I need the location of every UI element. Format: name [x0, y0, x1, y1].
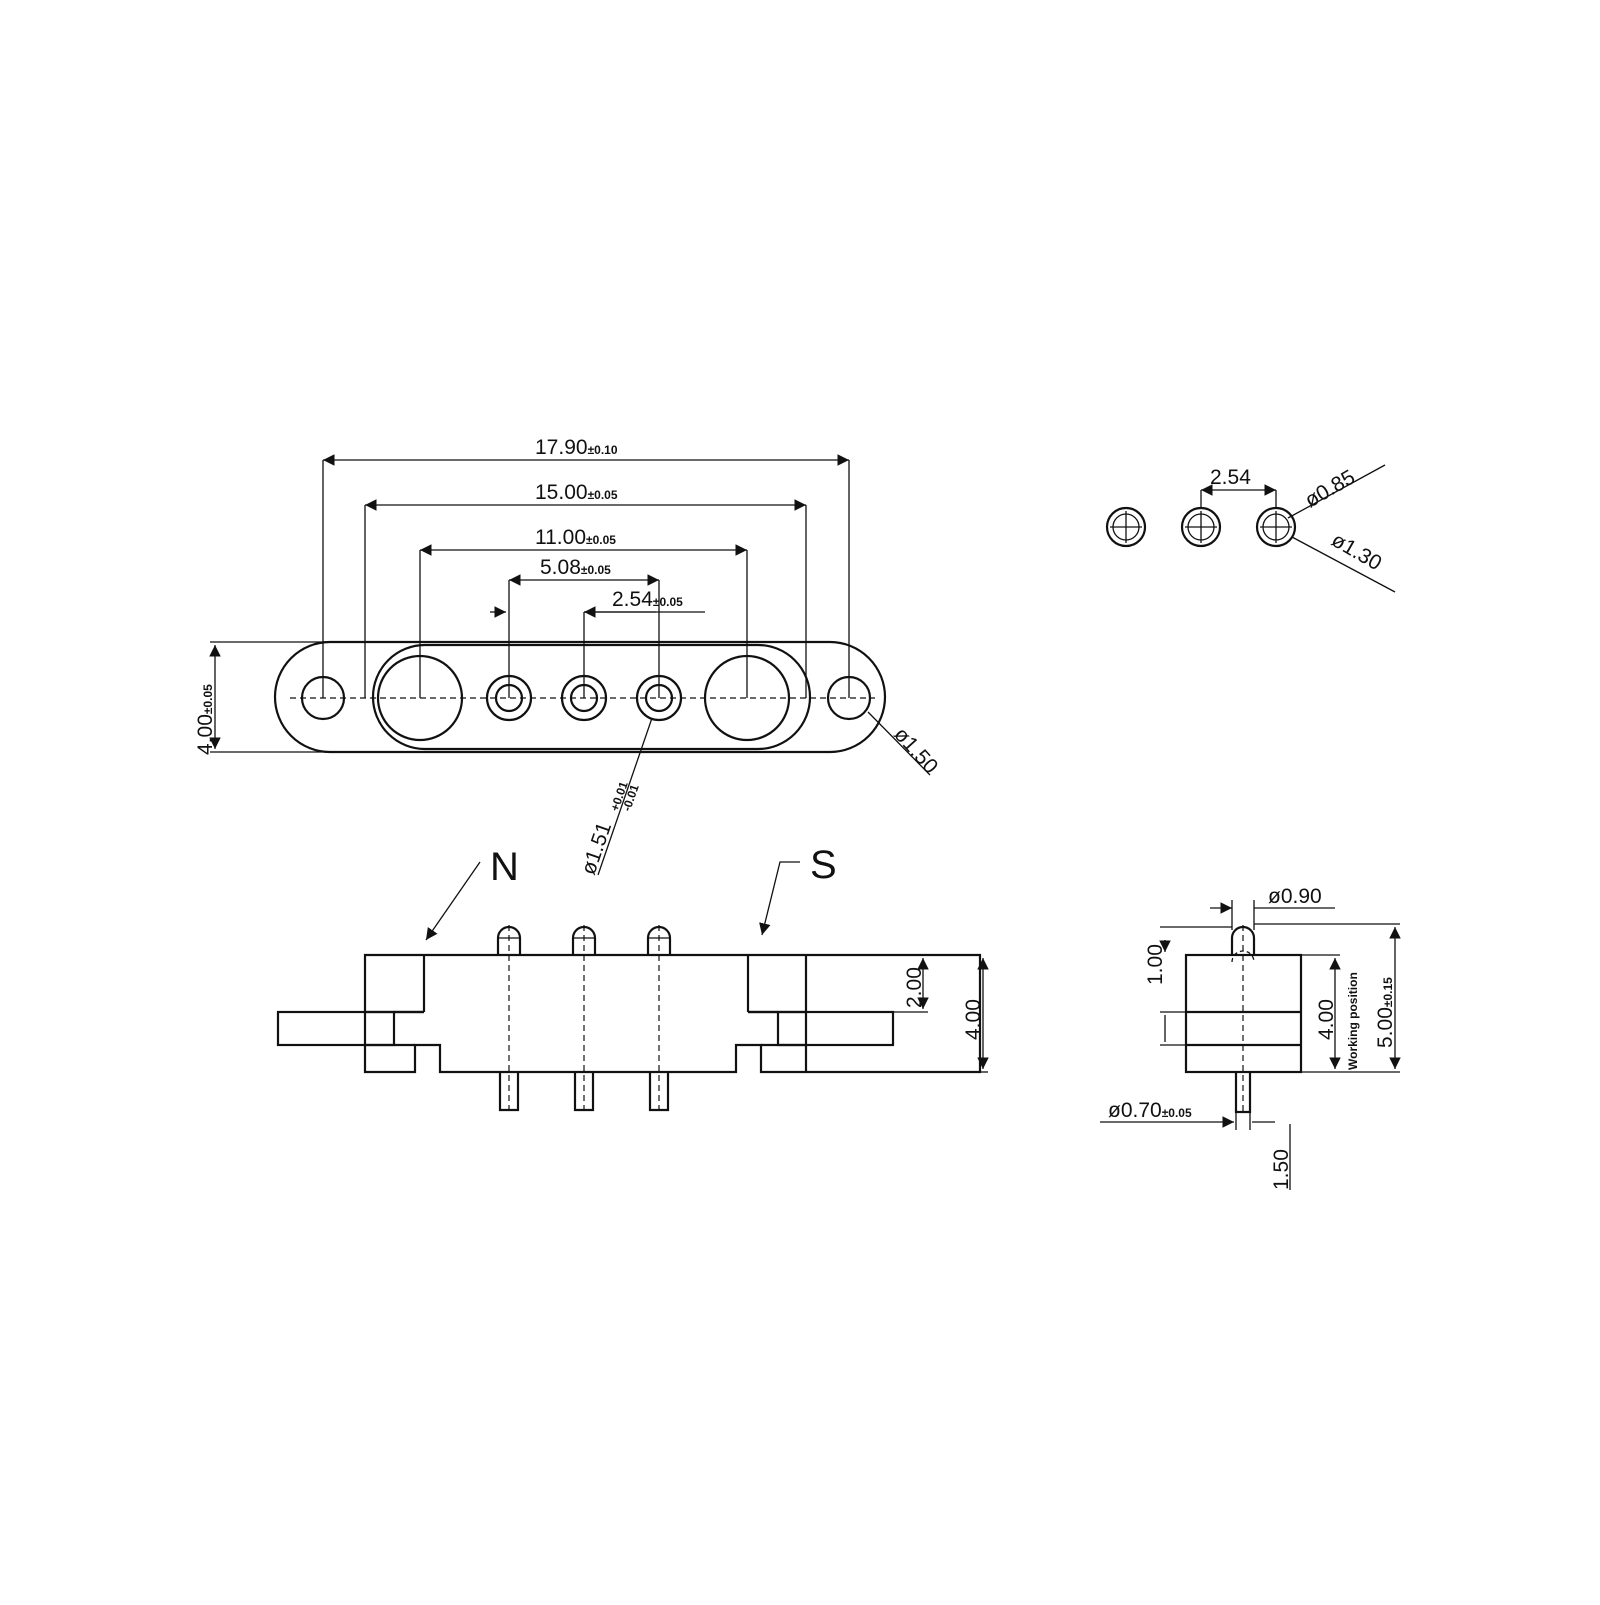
dim-side-tail: ø0.70±0.05 [1108, 1099, 1192, 1122]
dim-body-height: 4.00±0.05 [194, 684, 217, 755]
label-north: N [490, 845, 519, 889]
dim-side-body: 4.00 [1315, 999, 1338, 1040]
dim-magnet-centers: 11.00±0.05 [535, 526, 616, 549]
detail-pin-3 [1255, 506, 1297, 548]
front-body [363, 953, 982, 1074]
dim-pin-pitch: 2.54±0.05 [612, 588, 683, 611]
label-south: S [810, 843, 837, 887]
connector-pocket [371, 643, 812, 751]
label-working-position: Working position [1346, 972, 1360, 1070]
flange-left [276, 1010, 396, 1047]
dim-detail-inner: ø0.85 [1301, 466, 1359, 513]
dim-side-stroke: 1.00 [1144, 944, 1167, 985]
dim-side-tail-length: 1.50 [1270, 1149, 1293, 1190]
dim-magnet-width: 15.00±0.05 [535, 481, 618, 504]
pin-detail: 2.54 ø0.85 ø1.30 [1105, 464, 1396, 593]
dim-side-total: 5.00±0.15 [1374, 977, 1397, 1048]
front-pin-3 [646, 925, 672, 1112]
front-pin-2 [571, 925, 597, 1112]
side-pin-tail [1234, 1072, 1252, 1114]
front-pin-1 [496, 925, 522, 1112]
flange-right [776, 1010, 895, 1047]
dim-overall-width: 17.90±0.10 [535, 436, 618, 459]
dim-outer-pins: 5.08±0.05 [540, 556, 611, 579]
detail-pin-2 [1180, 506, 1222, 548]
dim-detail-pitch: 2.54 [1210, 466, 1251, 489]
dim-mount-hole: ø1.50 [889, 723, 942, 778]
detail-pin-1 [1105, 506, 1147, 548]
dim-detail-outer: ø1.30 [1328, 528, 1386, 575]
side-body [1184, 953, 1303, 1074]
top-view: 17.90±0.10 15.00±0.05 11.00±0.05 5.08±0.… [194, 436, 942, 878]
side-view: ø0.90 1.00 4.00 Working position 5.00±0.… [1100, 885, 1401, 1190]
dim-side-tip: ø0.90 [1268, 885, 1322, 908]
connector-outline [273, 640, 887, 754]
front-view: N S 2.00 4.00 [276, 843, 989, 1112]
dim-total-height: 4.00 [962, 999, 985, 1040]
dim-pin-hole: ø1.51 [577, 819, 616, 877]
dim-half-height: 2.00 [903, 967, 926, 1008]
